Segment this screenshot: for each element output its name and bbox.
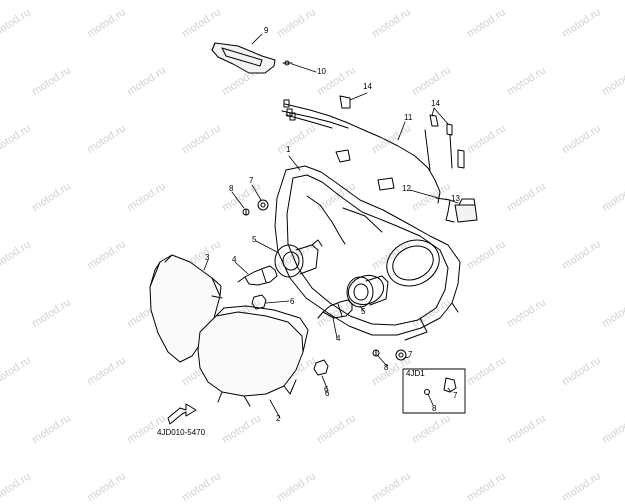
part-6-block-2 — [313, 359, 329, 376]
watermark-text: motod.ru — [85, 470, 128, 504]
part-7-grommet-1 — [257, 199, 269, 211]
leader-lines — [203, 33, 459, 419]
watermark-text: motod.ru — [465, 470, 508, 504]
part-12-connector — [435, 197, 478, 223]
callout-label: 3 — [205, 253, 210, 262]
callout-label: 9 — [264, 26, 269, 35]
part-1-housing — [274, 165, 461, 341]
inset-box-4jd1 — [402, 368, 466, 414]
part-11-wire-harness — [281, 95, 465, 204]
callout-label: 6 — [324, 385, 329, 394]
callout-label: 2 — [276, 414, 281, 423]
callout-label: 6 — [290, 297, 295, 306]
watermark-text: motod.ru — [370, 470, 413, 504]
callout-label: 1 — [286, 145, 291, 154]
callout-label: 7 — [453, 391, 458, 400]
part-10-screw — [282, 60, 293, 66]
callout-label: 14 — [431, 99, 440, 108]
drawing-code: 4JD010-5470 — [157, 428, 206, 437]
callout-label: 6 — [325, 389, 330, 398]
callout-label: 8 — [384, 363, 389, 372]
callout-label: 8 — [432, 404, 437, 413]
part-4-bulb-lower — [317, 299, 353, 319]
callout-label: 4JD1 — [406, 369, 425, 378]
callout-label: 11 — [404, 113, 413, 122]
callout-label: 8 — [229, 184, 234, 193]
callout-label: 5 — [252, 235, 257, 244]
callout-label: 12 — [402, 184, 411, 193]
callout-label: 4 — [232, 255, 237, 264]
fwd-arrow-icon — [167, 403, 197, 425]
callout-label: 14 — [363, 82, 372, 91]
callout-label: 7 — [249, 176, 254, 185]
part-5-socket-upper — [274, 239, 323, 278]
watermark-text: motod.ru — [275, 470, 318, 504]
callout-label: 7 — [408, 350, 413, 359]
watermark-text: motod.ru — [180, 470, 223, 504]
callout-label: 10 — [317, 67, 326, 76]
part-5-socket-lower — [346, 275, 389, 308]
part-4-bulb-upper — [237, 265, 278, 286]
part-9-cover-plate — [211, 42, 276, 74]
callout-label: 4 — [336, 334, 341, 343]
watermark-text: motod.ru — [0, 470, 33, 504]
part-8-screw-2 — [372, 349, 380, 357]
part-6-block-1 — [251, 294, 267, 310]
part-2-headlight — [197, 305, 309, 407]
watermark-text: motod.ru — [560, 470, 603, 504]
callout-label: 13 — [451, 194, 460, 203]
part-8-screw-1 — [242, 208, 250, 216]
callout-label: 5 — [361, 307, 366, 316]
part-7-grommet-2 — [395, 349, 407, 361]
